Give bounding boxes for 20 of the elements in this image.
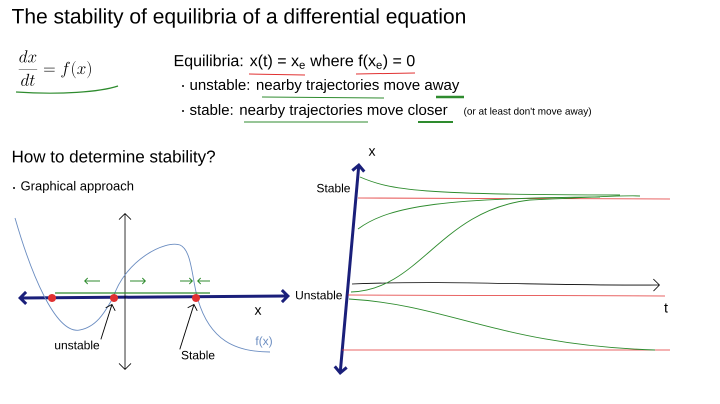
leader-line bbox=[100, 304, 116, 340]
axis-label: t bbox=[664, 303, 668, 313]
equilibrium-dot bbox=[192, 294, 200, 302]
definition-text: Equilibria: x(t) = x$_{e}$ where f(x$_{e}$) = 0 bbox=[174, 54, 415, 70]
axis-label: x bbox=[254, 307, 262, 315]
leader-line bbox=[179, 304, 198, 350]
axis-label: x bbox=[368, 148, 376, 156]
bullet-text: stable: nearby trajectories move closer bbox=[190, 104, 448, 118]
callout-label: unstable bbox=[55, 340, 100, 350]
axis-label: Stable bbox=[317, 184, 350, 192]
curve-label: f(x) bbox=[256, 336, 272, 348]
note-text: (or at least don't move away) bbox=[464, 107, 591, 117]
heading: How to determine stability? bbox=[12, 150, 215, 166]
formula: $\frac{dx}{dt} = f(x)$ bbox=[18, 50, 91, 86]
callout-label: Stable bbox=[182, 350, 214, 360]
equilibrium-dot bbox=[110, 294, 118, 302]
axis-label: Unstable bbox=[296, 290, 342, 300]
bullet-text: unstable: nearby trajectories move away bbox=[190, 79, 460, 93]
title: The stability of equilibria of a differential equation bbox=[12, 8, 465, 28]
bullet-text: Graphical approach bbox=[21, 180, 134, 194]
